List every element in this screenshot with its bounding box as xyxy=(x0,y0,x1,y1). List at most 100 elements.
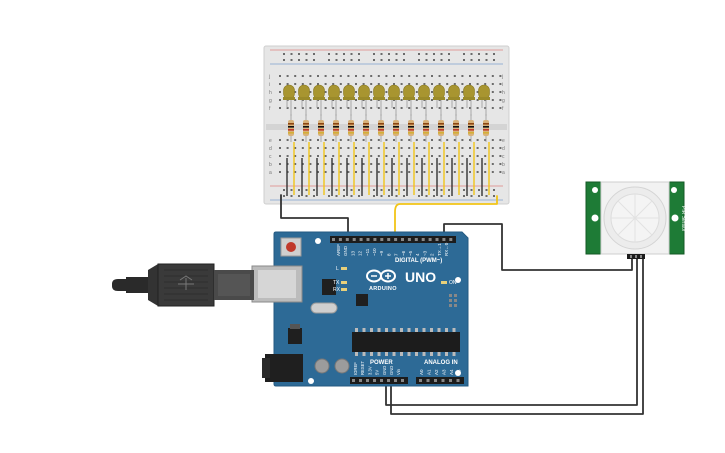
rail-hole[interactable] xyxy=(493,59,495,61)
breadboard-hole[interactable] xyxy=(370,163,373,165)
resistor[interactable] xyxy=(378,114,384,142)
header-pin[interactable] xyxy=(449,238,453,241)
breadboard-hole[interactable] xyxy=(324,147,327,149)
rail-hole[interactable] xyxy=(328,53,330,55)
breadboard-hole[interactable] xyxy=(400,83,403,85)
breadboard-hole[interactable] xyxy=(415,83,418,85)
breadboard-hole[interactable] xyxy=(499,75,502,77)
breadboard-hole[interactable] xyxy=(499,147,502,149)
breadboard-hole[interactable] xyxy=(355,99,357,101)
breadboard-hole[interactable] xyxy=(279,99,281,101)
rail-hole[interactable] xyxy=(343,53,345,55)
breadboard-hole[interactable] xyxy=(355,163,357,165)
breadboard-hole[interactable] xyxy=(461,155,464,157)
breadboard-hole[interactable] xyxy=(461,91,464,93)
breadboard-hole[interactable] xyxy=(484,83,487,85)
breadboard-hole[interactable] xyxy=(294,107,297,109)
led[interactable] xyxy=(433,84,445,116)
header-pin[interactable] xyxy=(394,379,397,382)
breadboard-hole[interactable] xyxy=(377,163,380,165)
breadboard-hole[interactable] xyxy=(438,163,441,165)
breadboard-hole[interactable] xyxy=(476,171,479,173)
breadboard-hole[interactable] xyxy=(279,155,281,157)
breadboard-hole[interactable] xyxy=(393,163,395,165)
breadboard-hole[interactable] xyxy=(461,107,464,109)
breadboard-hole[interactable] xyxy=(355,83,357,85)
resistor[interactable] xyxy=(423,114,429,142)
header-pin[interactable] xyxy=(414,238,418,241)
breadboard-hole[interactable] xyxy=(484,171,487,173)
breadboard-hole[interactable] xyxy=(469,171,471,173)
led[interactable] xyxy=(358,84,370,116)
rail-hole[interactable] xyxy=(388,189,390,191)
rail-hole[interactable] xyxy=(463,189,465,191)
breadboard-hole[interactable] xyxy=(484,139,487,141)
rail-hole[interactable] xyxy=(343,59,345,61)
breadboard-hole[interactable] xyxy=(393,147,395,149)
rail-hole[interactable] xyxy=(395,53,398,55)
rail-hole[interactable] xyxy=(470,189,473,191)
rail-hole[interactable] xyxy=(373,59,375,61)
breadboard-hole[interactable] xyxy=(446,75,449,77)
breadboard-hole[interactable] xyxy=(461,75,464,77)
breadboard-hole[interactable] xyxy=(400,99,403,101)
breadboard-hole[interactable] xyxy=(400,147,403,149)
rail-hole[interactable] xyxy=(283,195,285,197)
breadboard-hole[interactable] xyxy=(309,147,312,149)
breadboard-hole[interactable] xyxy=(385,147,388,149)
breadboard-hole[interactable] xyxy=(385,155,388,157)
breadboard-hole[interactable] xyxy=(324,91,327,93)
breadboard-hole[interactable] xyxy=(400,171,403,173)
breadboard-hole[interactable] xyxy=(377,107,380,109)
rail-hole[interactable] xyxy=(448,59,450,61)
breadboard-hole[interactable] xyxy=(347,171,350,173)
breadboard-hole[interactable] xyxy=(279,147,281,149)
breadboard-hole[interactable] xyxy=(453,139,456,141)
breadboard-hole[interactable] xyxy=(355,75,357,77)
breadboard-hole[interactable] xyxy=(370,75,373,77)
breadboard-hole[interactable] xyxy=(309,75,312,77)
wire-pir-out[interactable] xyxy=(443,223,633,271)
breadboard-hole[interactable] xyxy=(469,83,471,85)
breadboard-hole[interactable] xyxy=(393,171,395,173)
rail-hole[interactable] xyxy=(335,195,338,197)
breadboard-hole[interactable] xyxy=(499,107,502,109)
rail-hole[interactable] xyxy=(485,53,488,55)
breadboard-hole[interactable] xyxy=(476,99,479,101)
rail-hole[interactable] xyxy=(305,53,308,55)
breadboard-hole[interactable] xyxy=(446,155,449,157)
breadboard-hole[interactable] xyxy=(393,107,395,109)
breadboard-hole[interactable] xyxy=(339,163,342,165)
rail-hole[interactable] xyxy=(388,59,390,61)
breadboard-hole[interactable] xyxy=(400,163,403,165)
breadboard-hole[interactable] xyxy=(476,139,479,141)
breadboard-hole[interactable] xyxy=(362,107,365,109)
breadboard-hole[interactable] xyxy=(324,155,327,157)
header-pin[interactable] xyxy=(366,379,369,382)
breadboard-hole[interactable] xyxy=(415,99,418,101)
rail-hole[interactable] xyxy=(328,189,330,191)
breadboard-hole[interactable] xyxy=(438,171,441,173)
breadboard-hole[interactable] xyxy=(301,147,304,149)
breadboard-hole[interactable] xyxy=(415,139,418,141)
breadboard-hole[interactable] xyxy=(347,147,350,149)
resistor[interactable] xyxy=(303,114,309,142)
breadboard-hole[interactable] xyxy=(294,171,297,173)
rail-hole[interactable] xyxy=(298,53,300,55)
breadboard-hole[interactable] xyxy=(400,107,403,109)
breadboard-hole[interactable] xyxy=(377,75,380,77)
rail-hole[interactable] xyxy=(403,53,405,55)
breadboard-hole[interactable] xyxy=(286,147,289,149)
led[interactable] xyxy=(463,84,475,116)
breadboard-hole[interactable] xyxy=(339,107,342,109)
resistor[interactable] xyxy=(468,114,474,142)
breadboard-hole[interactable] xyxy=(491,75,494,77)
breadboard-hole[interactable] xyxy=(385,75,388,77)
breadboard-hole[interactable] xyxy=(370,155,373,157)
breadboard-hole[interactable] xyxy=(400,155,403,157)
rail-hole[interactable] xyxy=(380,195,383,197)
wire-signal-yellow[interactable] xyxy=(394,195,498,241)
breadboard-hole[interactable] xyxy=(309,83,312,85)
rail-hole[interactable] xyxy=(290,53,293,55)
